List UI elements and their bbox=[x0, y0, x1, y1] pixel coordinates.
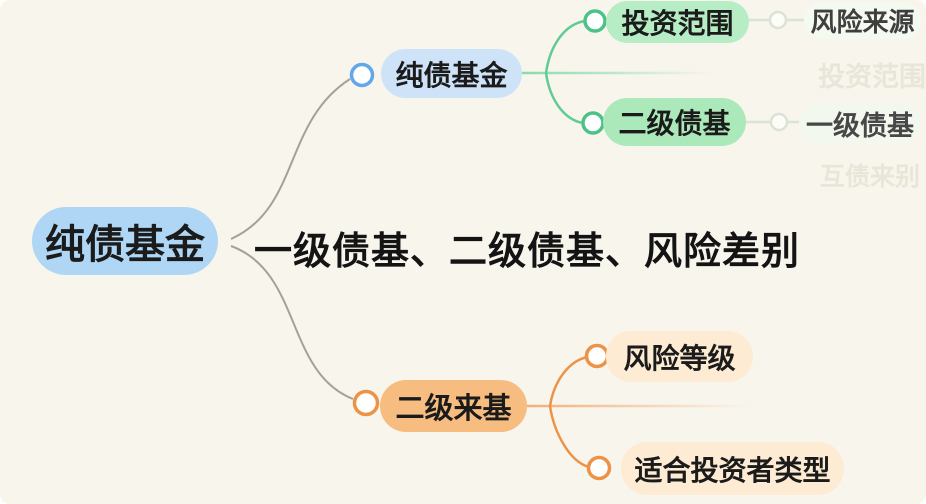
node-suitable-investor-type[interactable]: 适合投资者类型 bbox=[621, 442, 844, 495]
connector-dot-primary-bond[interactable] bbox=[769, 112, 789, 132]
node-secondary-bond-fund[interactable]: 二级债基 bbox=[603, 98, 746, 146]
node-pure-bond-fund-root[interactable]: 纯债基金 bbox=[32, 207, 218, 275]
center-title: 一级债基、二级债基、风险差别 bbox=[254, 231, 801, 273]
edge-to-risk-level bbox=[548, 355, 589, 407]
node-primary-bond-fund[interactable]: 一级债基 bbox=[799, 103, 921, 143]
ghost-text-investment-scope: 投资范围 bbox=[818, 62, 926, 92]
node-investment-scope[interactable]: 投资范围 bbox=[606, 1, 749, 43]
connector-dot-invest-scope[interactable] bbox=[583, 9, 607, 33]
node-secondary-branch[interactable]: 二级来基 bbox=[380, 380, 527, 432]
edge-to-invest-scope bbox=[544, 19, 586, 74]
edge-to-secondary-bond bbox=[544, 72, 584, 125]
node-risk-level[interactable]: 风险等级 bbox=[606, 331, 753, 382]
connector-dot-risk-source[interactable] bbox=[768, 10, 788, 30]
node-risk-source[interactable]: 风险来源 bbox=[804, 2, 921, 39]
edge-root-to-top-branch bbox=[230, 78, 351, 240]
connector-dot-investor-type[interactable] bbox=[586, 455, 612, 481]
connector-dot-risk-level[interactable] bbox=[584, 343, 610, 369]
node-pure-bond-fund-branch[interactable]: 纯债基金 bbox=[381, 49, 522, 98]
connector-dot-bottom-branch[interactable] bbox=[352, 389, 380, 417]
edge-to-investor-type bbox=[548, 405, 590, 469]
edge-root-to-bottom-branch bbox=[230, 245, 354, 400]
connector-dot-secondary-bond[interactable] bbox=[581, 111, 605, 135]
ghost-text-bond-category: 互债来别 bbox=[820, 163, 921, 191]
connector-dot-top-branch[interactable] bbox=[349, 62, 375, 88]
